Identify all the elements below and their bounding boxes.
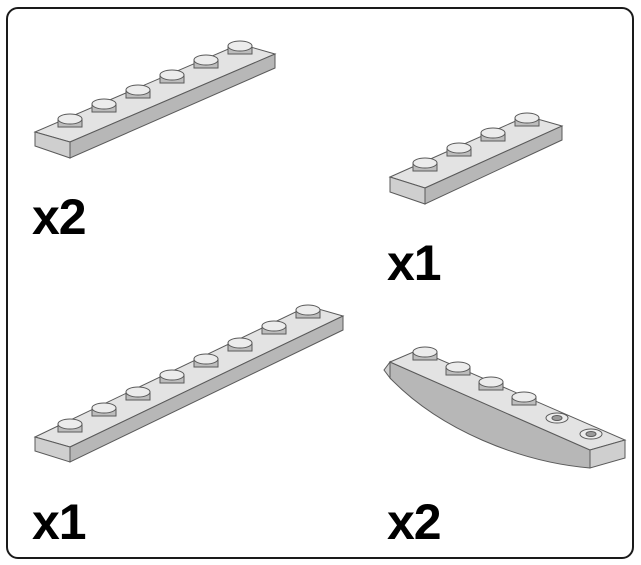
- studs: [57, 304, 321, 433]
- inverted-slope-part: [383, 346, 627, 469]
- quantity-label: x2: [387, 494, 442, 550]
- quantity-label: x1: [387, 235, 442, 291]
- studs: [412, 112, 540, 172]
- quantity-label: x1: [32, 494, 87, 550]
- plate-1x8-part: [33, 304, 345, 463]
- plate-1x4-part: [388, 112, 564, 205]
- studs: [57, 40, 253, 128]
- studs: [412, 346, 603, 440]
- quantity-label: x2: [32, 189, 87, 245]
- plate-1x6-part: [33, 40, 277, 159]
